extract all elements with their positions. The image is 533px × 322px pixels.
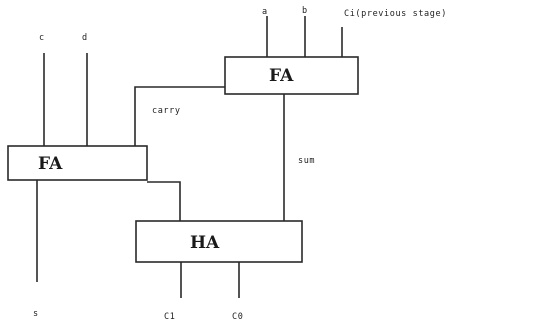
input-b-label: b [302, 6, 308, 16]
output-c1-label: C1 [164, 312, 175, 322]
fa-left-label: FA [38, 154, 63, 174]
fa-left-block [7, 145, 148, 181]
ha-label: HA [190, 233, 220, 253]
ha-block [135, 220, 303, 263]
output-s-label: s [33, 309, 39, 319]
carry-label: carry [152, 106, 181, 116]
wire-fa-to-ha [147, 181, 181, 221]
input-c-label: c [39, 33, 45, 43]
input-a-label: a [262, 7, 268, 17]
sum-label: sum [298, 156, 315, 166]
input-ci-label: Ci(previous stage) [344, 9, 447, 19]
input-d-label: d [82, 33, 88, 43]
fa-top-label: FA [269, 66, 294, 86]
wire-carry [134, 86, 225, 146]
fa-top-block [224, 56, 359, 95]
output-c0-label: C0 [232, 312, 243, 322]
